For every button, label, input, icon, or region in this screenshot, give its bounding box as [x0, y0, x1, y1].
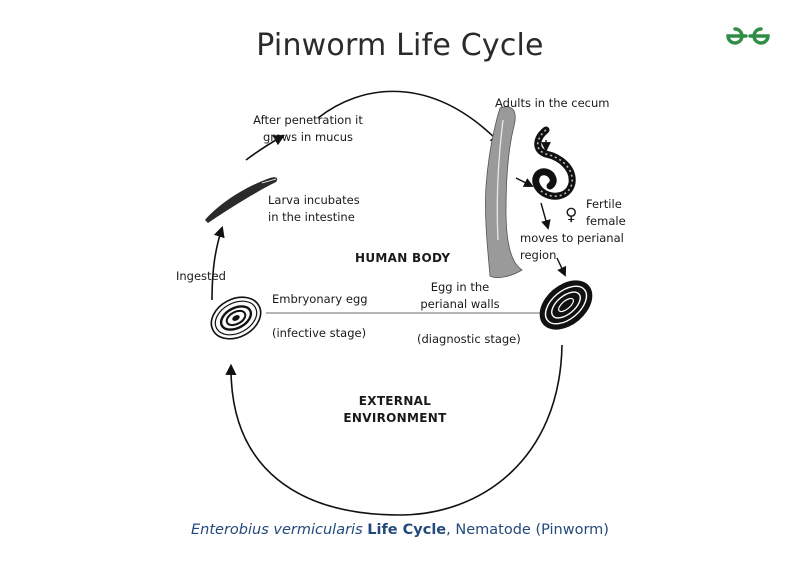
- moves-perianal-label: moves to perianal region: [520, 231, 624, 262]
- larva-icon: [205, 177, 278, 223]
- perianal-egg-icon: [539, 280, 593, 330]
- egg-perianal-label: Egg in the perianal walls: [420, 280, 500, 311]
- arrow-to-perianal-egg: [556, 257, 567, 277]
- caption-rest: , Nematode (Pinworm): [446, 522, 609, 538]
- arrow-top-arc: [317, 90, 502, 145]
- figure-caption: Enterobius vermicularis Life Cycle, Nema…: [0, 522, 800, 538]
- caption-life-cycle: Life Cycle: [367, 522, 447, 538]
- page-title: Pinworm Life Cycle: [256, 28, 544, 63]
- adults-label: Adults in the cecum: [495, 96, 610, 110]
- arrow-ingested: [211, 225, 225, 301]
- external-environment-label: EXTERNAL ENVIRONMENT: [343, 394, 447, 425]
- larva-label: Larva incubates in the intestine: [268, 193, 360, 224]
- embryonary-egg-icon: [210, 296, 262, 340]
- arrow-to-coil: [515, 177, 534, 187]
- embryonary-egg-label: Embryonary egg: [272, 292, 368, 306]
- arrow-penetration: [245, 134, 285, 161]
- arrow-to-fertile: [540, 202, 551, 230]
- fertile-female-label: Fertile female: [586, 197, 626, 228]
- ingested-label: Ingested: [176, 269, 226, 283]
- adult-worm-icon: [485, 106, 523, 278]
- human-body-label: HUMAN BODY: [355, 251, 451, 265]
- female-symbol-icon: ♀: [565, 205, 578, 225]
- gfg-logo-icon: [726, 27, 770, 45]
- after-penetration-label: After penetration it grows in mucus: [253, 113, 363, 144]
- caption-species: Enterobius vermicularis: [191, 522, 363, 538]
- diagnostic-stage-label: (diagnostic stage): [417, 332, 521, 346]
- infective-stage-label: (infective stage): [272, 326, 367, 340]
- coiled-worm-icon: [532, 126, 576, 200]
- arrow-bottom-arc: [225, 344, 563, 516]
